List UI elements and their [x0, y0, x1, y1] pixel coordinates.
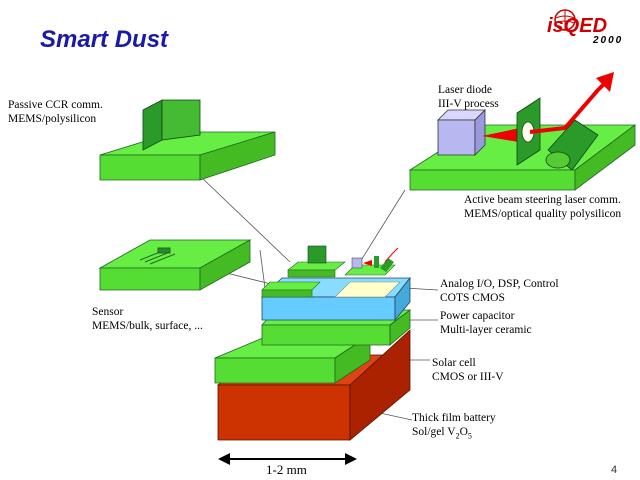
page-number: 4 — [611, 464, 618, 476]
sensor-module — [98, 239, 252, 291]
label-dimension: 1-2 mm — [266, 462, 307, 477]
passive-ccr-module — [99, 99, 276, 181]
active-beam-module — [408, 72, 637, 191]
label-analog: Analog I/O, DSP, Control COTS CMOS — [440, 278, 559, 304]
dimension-arrow — [218, 453, 357, 465]
solar-cell-layer — [214, 334, 372, 384]
logo-text: isQED — [547, 15, 607, 37]
label-passive-ccr: Passive CCR comm. MEMS/polysilicon — [8, 99, 103, 125]
label-power-capacitor: Power capacitor Multi-layer ceramic — [440, 310, 532, 336]
label-active-beam: Active beam steering laser comm. MEMS/op… — [464, 194, 622, 220]
isqed-logo: isQED 2000 — [545, 6, 637, 46]
mini-components — [261, 245, 399, 298]
laser-beam — [482, 127, 525, 143]
label-sensor: Sensor MEMS/bulk, surface, ... — [92, 306, 203, 332]
logo-year: 2000 — [592, 35, 623, 46]
label-laser-diode: Laser diode III-V process — [438, 84, 499, 110]
slide-title: Smart Dust — [40, 26, 169, 53]
label-solar-cell: Solar cell CMOS or III-V — [432, 357, 504, 383]
label-battery: Thick film battery Sol/gel V2O5 — [412, 412, 496, 441]
beam-arrow-icon — [596, 72, 614, 92]
